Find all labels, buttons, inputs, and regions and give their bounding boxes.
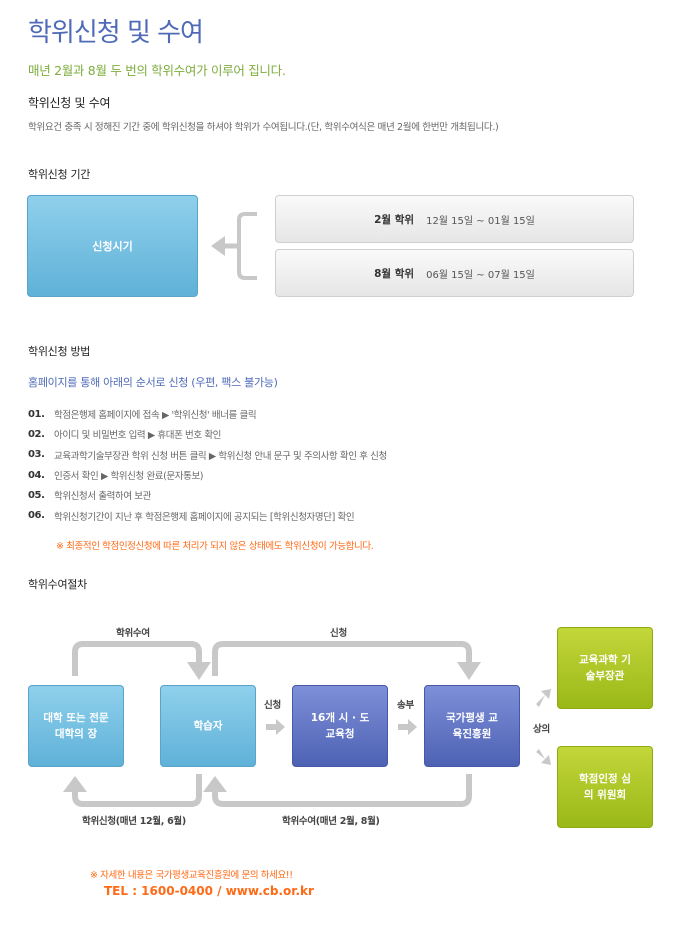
step-number: 02. (28, 428, 45, 440)
step-item: 05. 학위신청서 출력하여 보관 (28, 485, 387, 505)
period-degree: 8월 학위 (374, 267, 415, 280)
apply-period-box: 신청시기 (27, 195, 198, 297)
box-committee-label: 학점인정 심의 위원회 (579, 772, 631, 801)
label-apply-bottom: 학위신청(매년 12월, 6월) (82, 816, 186, 827)
step-text: 학위신청기간이 지난 후 학점은행제 홈페이지에 공지되는 [학위신청자명단] … (54, 511, 355, 523)
label-send: 송부 (397, 700, 414, 711)
label-apply-top: 신청 (330, 628, 347, 639)
method-steps: 01. 학점은행제 홈페이지에 접속 ▶ '학위신청' 배너를 클릭 02. 아이디… (28, 404, 387, 526)
box-ministry: 교육과학 기술부장관 (557, 627, 653, 709)
method-heading: 학위신청 방법 (28, 345, 91, 358)
step-number: 01. (28, 408, 45, 420)
label-consult: 상의 (533, 724, 550, 735)
step-number: 05. (28, 489, 45, 501)
box-learner-label: 학습자 (193, 719, 223, 732)
period-item-aug: 8월 학위 06월 15일 ~ 07월 15일 (275, 249, 634, 297)
period-item-feb: 2월 학위 12월 15일 ~ 01월 15일 (275, 195, 634, 243)
period-heading: 학위신청 기간 (28, 168, 91, 181)
step-item: 03. 교육과학기술부장관 학위 신청 버튼 클릭 ▶ 학위신청 안내 문구 및 … (28, 445, 387, 465)
box-university: 대학 또는 전문대학의 장 (28, 685, 124, 767)
intro-text: 학위요건 충족 시 정해진 기간 중에 학위신청을 하셔야 학위가 수여됩니다.… (28, 122, 499, 133)
label-apply-mid: 신청 (264, 700, 281, 711)
footer-note: ※ 자세한 내용은 국가평생교육진흥원에 문의 하세요!! (90, 870, 293, 881)
method-note: ※ 최종적인 학점인정신청에 따른 처리가 되지 않은 상태에도 학위신청이 가… (56, 541, 374, 552)
intro-heading: 학위신청 및 수여 (28, 96, 111, 110)
label-award-bottom: 학위수여(매년 2월, 8월) (282, 816, 380, 827)
box-education-office: 16개 시 · 도 교육청 (292, 685, 388, 767)
step-text: 교육과학기술부장관 학위 신청 버튼 클릭 ▶ 학위신청 안내 문구 및 주의사… (54, 450, 387, 462)
box-university-label: 대학 또는 전문대학의 장 (43, 711, 109, 740)
step-text: 학위신청서 출력하여 보관 (54, 491, 151, 503)
page-title: 학위신청 및 수여 (28, 18, 204, 48)
step-text: 아이디 및 비밀번호 입력 ▶ 휴대폰 번호 확인 (54, 430, 222, 442)
step-item: 01. 학점은행제 홈페이지에 접속 ▶ '학위신청' 배너를 클릭 (28, 404, 387, 424)
box-committee: 학점인정 심의 위원회 (557, 746, 653, 828)
footer-contact: TEL : 1600-0400 / www.cb.or.kr (104, 884, 314, 898)
box-institute-label: 국가평생 교육진흥원 (446, 711, 498, 740)
apply-period-label: 신청시기 (92, 240, 133, 253)
period-dates: 12월 15일 ~ 01월 15일 (426, 215, 535, 227)
period-bracket-arrow (211, 212, 257, 280)
period-dates: 06월 15일 ~ 07월 15일 (426, 269, 535, 281)
step-number: 03. (28, 449, 45, 461)
page-subtitle: 매년 2월과 8월 두 번의 학위수여가 이루어 집니다. (28, 63, 286, 78)
step-number: 06. (28, 510, 45, 522)
process-heading: 학위수여절차 (28, 578, 87, 591)
step-item: 04. 인증서 확인 ▶ 학위신청 완료(문자통보) (28, 465, 387, 485)
step-item: 06. 학위신청기간이 지난 후 학점은행제 홈페이지에 공지되는 [학위신청자명… (28, 505, 387, 525)
box-ministry-label: 교육과학 기술부장관 (579, 653, 631, 682)
method-intro: 홈페이지를 통해 아래의 순서로 신청 (우편, 팩스 불가능) (28, 376, 278, 389)
label-award-top: 학위수여 (116, 628, 150, 639)
period-degree: 2월 학위 (374, 213, 415, 226)
step-text: 인증서 확인 ▶ 학위신청 완료(문자통보) (54, 471, 204, 483)
step-text: 학점은행제 홈페이지에 접속 ▶ '학위신청' 배너를 클릭 (54, 410, 257, 422)
box-institute: 국가평생 교육진흥원 (424, 685, 520, 767)
box-learner: 학습자 (160, 685, 256, 767)
step-item: 02. 아이디 및 비밀번호 입력 ▶ 휴대폰 번호 확인 (28, 424, 387, 444)
step-number: 04. (28, 469, 45, 481)
box-education-office-label: 16개 시 · 도 교육청 (310, 711, 370, 740)
